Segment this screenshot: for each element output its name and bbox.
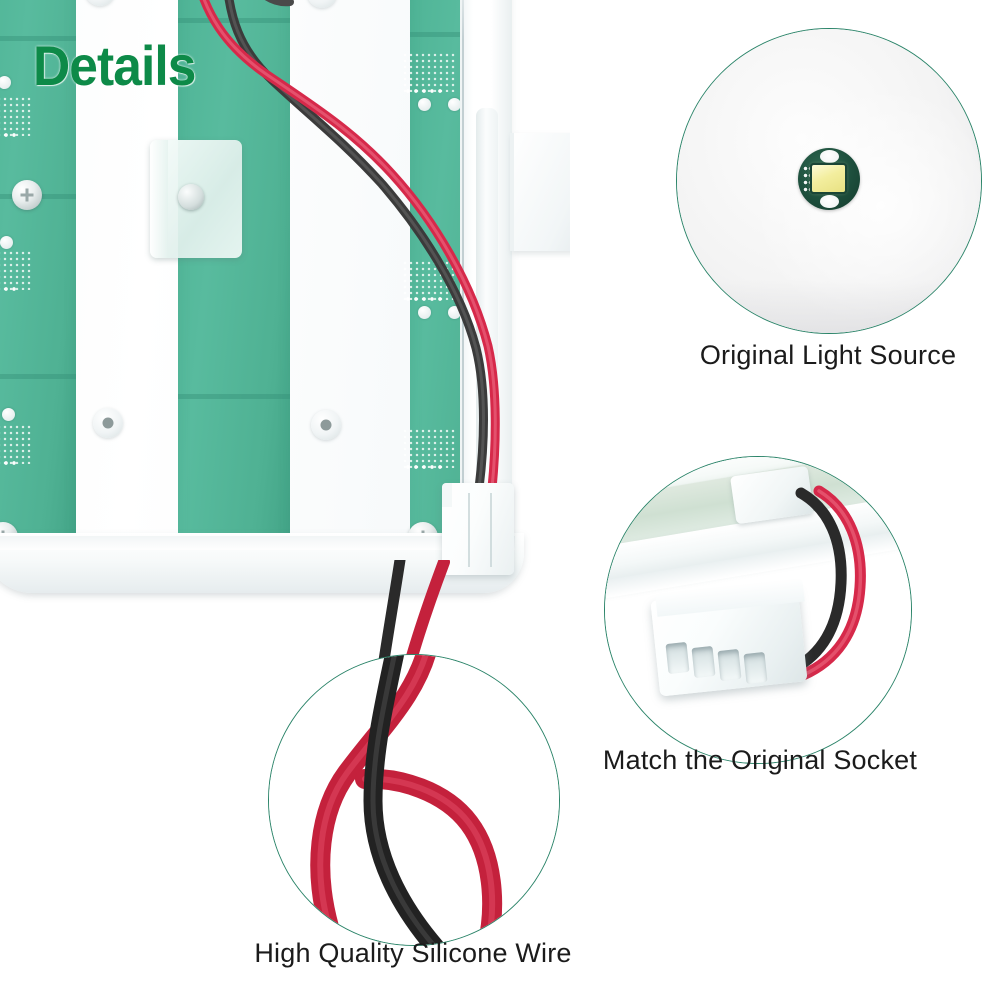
panel-output-connector	[442, 483, 514, 575]
mounting-hole	[93, 408, 123, 438]
mounting-screw	[12, 180, 42, 210]
black-wire-loop	[264, 0, 294, 7]
pcb-via-row	[404, 296, 444, 301]
pcb-via-row	[404, 88, 444, 93]
pcb-via-array	[0, 250, 32, 290]
led-phosphor-die	[812, 165, 845, 192]
pcb-via-row	[0, 460, 18, 465]
pcb-seam	[178, 394, 290, 399]
socket-wires	[787, 485, 866, 681]
socket-pin	[717, 648, 742, 682]
red-wire-left	[310, 655, 437, 937]
mounting-bracket-edge	[510, 133, 514, 251]
silicone-wires	[310, 655, 503, 945]
light-source-circle	[676, 28, 982, 334]
diffuser-highlight	[732, 69, 981, 319]
pcb-via-array	[0, 96, 32, 136]
panel-wiring	[199, 0, 500, 493]
pcb-via-array	[0, 424, 32, 464]
mounting-hole	[311, 410, 341, 440]
solder-pad	[0, 76, 11, 89]
diffuser-shadow	[677, 279, 981, 333]
solder-pad	[448, 98, 461, 111]
connector-notch	[442, 483, 452, 507]
socket-pin	[743, 651, 768, 685]
pcb-via-array	[402, 428, 456, 468]
clip-screw	[178, 184, 204, 210]
solder-pad	[418, 98, 431, 111]
wire-retainer-clip-lip	[150, 140, 168, 258]
black-wire	[363, 655, 445, 945]
pcb-seam	[0, 374, 76, 379]
led-notch-bottom	[820, 195, 839, 208]
red-wire	[199, 0, 500, 493]
caption-original-light-source: Original Light Source	[699, 340, 957, 370]
led-contact-pads	[803, 165, 812, 193]
mounting-hole	[85, 0, 115, 6]
solder-pad	[2, 408, 15, 421]
pcb-seam	[0, 36, 76, 41]
solder-pad	[0, 236, 13, 249]
mounting-hole	[307, 0, 337, 8]
pcb-strip-middle	[178, 0, 290, 560]
pcb-via-row	[0, 286, 18, 291]
socket-pin	[691, 645, 716, 679]
socket-pin	[665, 641, 690, 675]
pcb-via-row	[0, 132, 18, 137]
housing-bottom-highlight	[0, 536, 515, 550]
caption-high-quality-silicone-wire: High Quality Silicone Wire	[254, 938, 572, 968]
silicone-wire-circle	[268, 654, 560, 946]
red-wire-right	[355, 768, 503, 945]
mounting-bracket-tab	[510, 133, 570, 251]
main-product-photo	[0, 0, 570, 618]
caption-match-original-socket: Match the Original Socket	[602, 745, 918, 775]
led-emitter-chip	[798, 148, 860, 210]
pcb-via-row	[404, 464, 444, 469]
led-notch-top	[820, 150, 839, 163]
page-title: Details	[33, 34, 196, 97]
pcb-seam	[410, 32, 502, 37]
connector-rib	[490, 493, 492, 567]
pcb-via-array	[402, 52, 456, 92]
black-wire	[787, 487, 847, 675]
solder-pad	[418, 306, 431, 319]
connector-rib	[468, 493, 470, 567]
socket-circle	[604, 456, 912, 764]
